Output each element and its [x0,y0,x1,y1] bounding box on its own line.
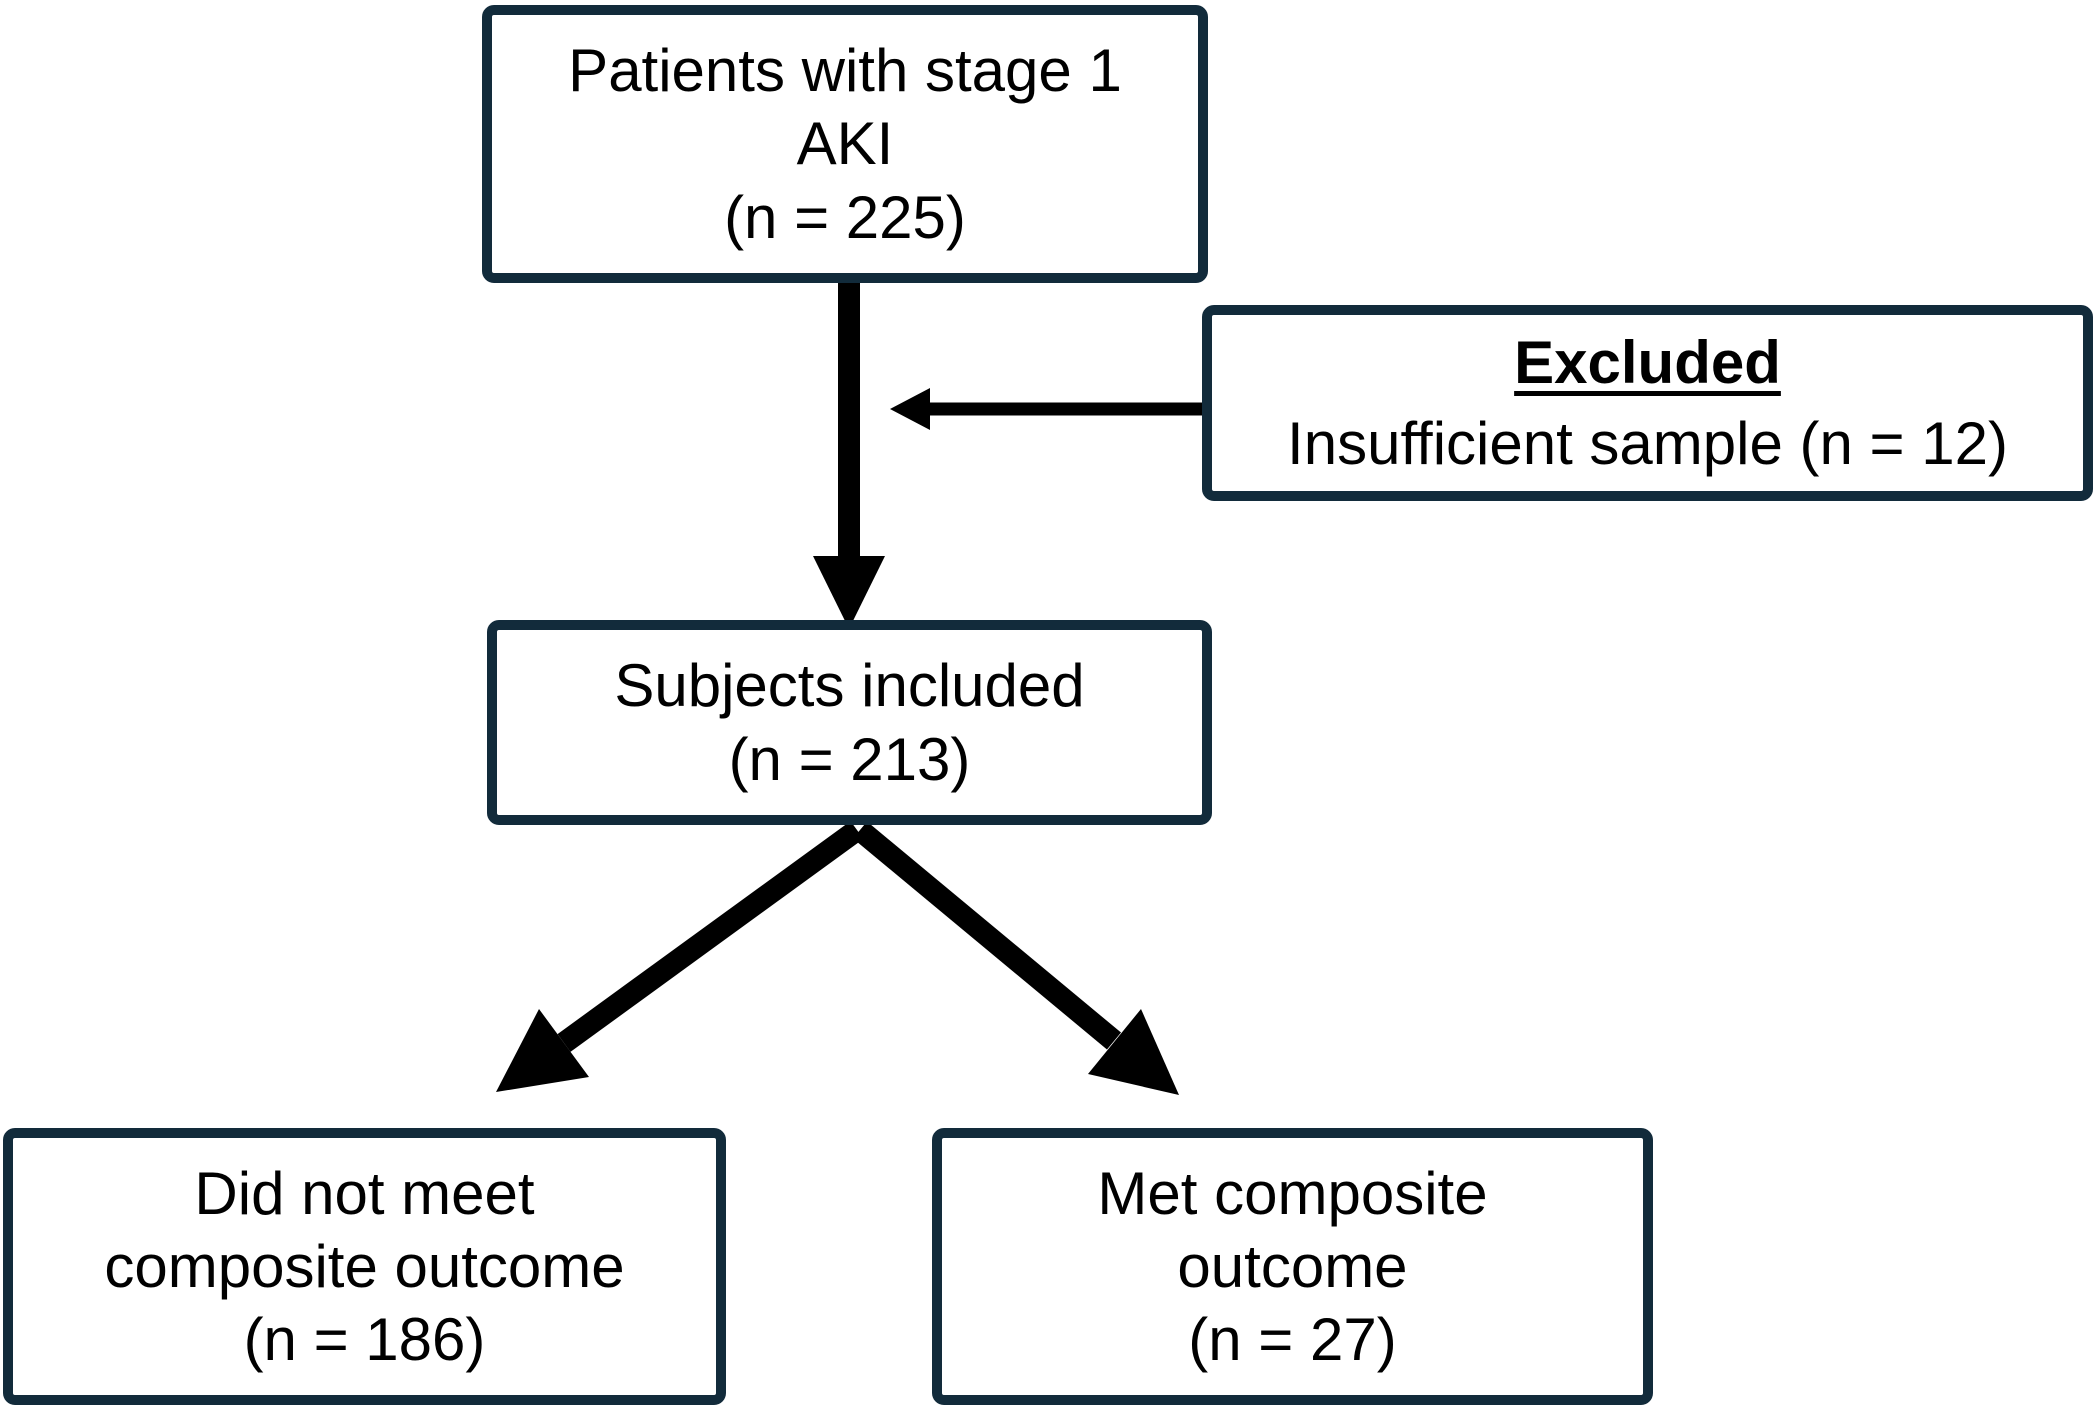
node-did-not-meet-outcome: Did not meet composite outcome (n = 186) [3,1128,726,1405]
arrow-excluded-to-flow [890,388,1204,430]
arrow-head-left-icon [890,388,930,430]
arrow-shaft [557,821,864,1052]
node-label: Subjects included (n = 213) [614,652,1085,793]
arrow-stage1-to-included [813,283,885,629]
node-patients-stage1-aki: Patients with stage 1 AKI (n = 225) [482,5,1208,283]
excluded-detail: Insufficient sample (n = 12) [1287,410,2008,477]
arrow-head-downright-icon [1088,1009,1179,1095]
node-subjects-included: Subjects included (n = 213) [487,620,1212,825]
node-label: Patients with stage 1 AKI (n = 225) [568,37,1122,251]
node-label: Met composite outcome (n = 27) [1097,1159,1488,1374]
arrow-head-downleft-icon [496,1009,589,1092]
node-label: Did not meet composite outcome (n = 186) [104,1159,625,1374]
arrow-included-to-didnotmeet [496,821,864,1092]
arrow-included-to-met [852,821,1179,1095]
arrow-head-down-icon [813,556,885,629]
node-met-outcome: Met composite outcome (n = 27) [932,1128,1653,1405]
excluded-title: Excluded [1514,328,1781,396]
arrow-shaft [852,821,1122,1050]
node-excluded: Excluded Insufficient sample (n = 12) [1202,305,2093,501]
